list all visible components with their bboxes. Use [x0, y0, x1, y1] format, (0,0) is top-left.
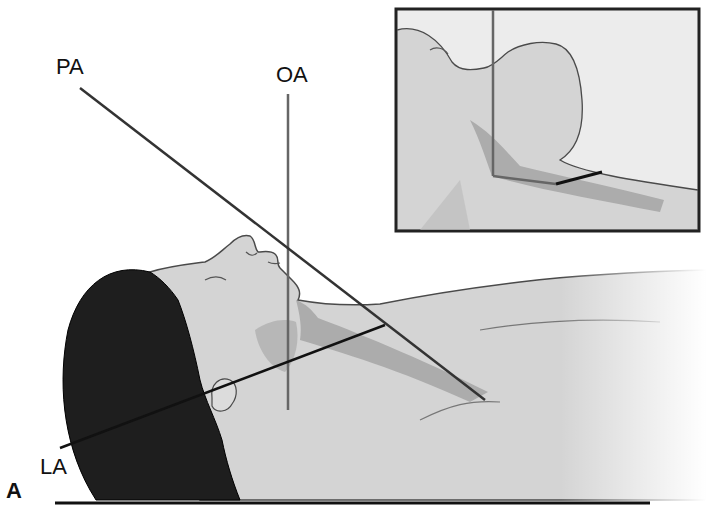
axis-label: PA: [56, 56, 84, 78]
hair: [63, 270, 240, 500]
body-fade: [560, 240, 706, 502]
laryngeal-axis-line: [60, 325, 385, 448]
inset-vertical-axis: [492, 10, 495, 176]
table-surface: [55, 502, 650, 505]
mouth-line: [268, 262, 280, 264]
eye-line: [205, 277, 226, 280]
shoulder-contour: [420, 402, 500, 420]
inset-frame: [396, 9, 699, 231]
axis-label: LA: [40, 456, 67, 478]
inset-neck-shading: [470, 120, 664, 212]
neck-shading: [296, 300, 488, 402]
axis-label: OA: [276, 64, 308, 86]
nostril-line: [246, 252, 257, 255]
inset-horizontal-axis: [493, 176, 556, 184]
inset-face-line: [430, 48, 448, 54]
inset-laryngeal-axis: [556, 172, 602, 184]
panel-letter: A: [6, 480, 22, 502]
inset-shadow: [420, 180, 470, 230]
inset-illustration: [397, 10, 698, 230]
inset-head: [397, 29, 698, 230]
jaw-shading: [255, 320, 298, 372]
